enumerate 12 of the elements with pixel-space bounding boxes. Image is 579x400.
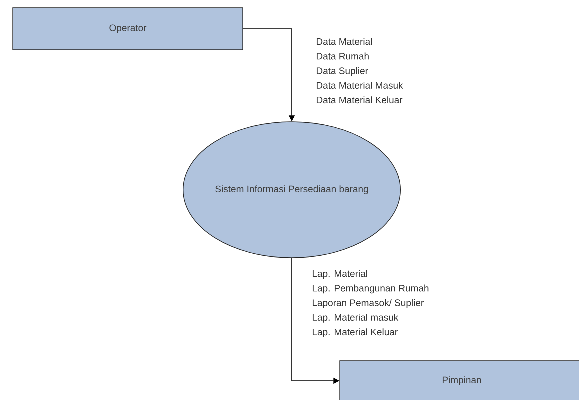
edge-label: Data Rumah	[316, 52, 369, 60]
edge-label: Lap. Material	[312, 270, 368, 280]
edge-label: Laporan Pemasok/ Suplier	[312, 299, 424, 308]
edge-label: Data Suplier	[316, 67, 368, 76]
edge-label: Lap. Material masuk	[312, 314, 399, 323]
edge-label: Data Material	[316, 38, 372, 46]
edge-label: Data Material Masuk	[316, 82, 404, 89]
edge-label: Lap. Material Keluar	[312, 328, 398, 338]
edge-label: Lap. Pembangunan Rumah	[312, 284, 429, 294]
entity-box: Pimpinan	[340, 360, 579, 400]
entity-box: Operator	[12, 8, 244, 50]
edge-label: Data Material Keluar	[316, 96, 403, 104]
